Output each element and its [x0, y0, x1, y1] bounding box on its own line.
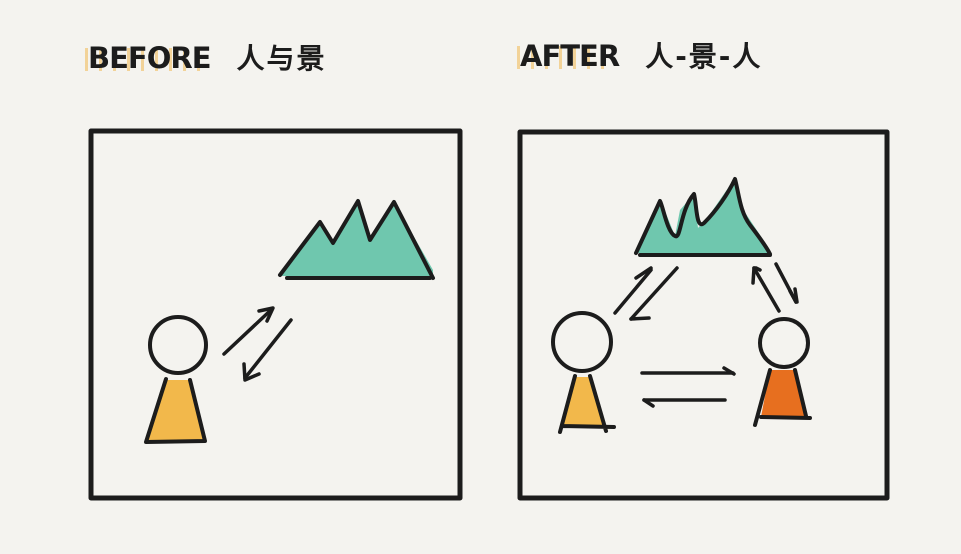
person-right-icon — [753, 317, 812, 427]
after-title-zh: 人-景-人 — [645, 40, 763, 73]
after-panel — [517, 129, 890, 501]
before-panel — [88, 128, 463, 501]
mountain-icon — [634, 177, 772, 257]
before-title-en: BEFORE — [85, 41, 212, 75]
person-icon — [144, 315, 208, 444]
before-title: BEFORE 人与景 — [85, 41, 327, 75]
after-title: AFTER 人-景-人 — [516, 39, 763, 73]
two-way-arrows-icon — [751, 262, 799, 313]
mountain-icon — [278, 199, 435, 280]
after-title-en: AFTER — [516, 39, 620, 73]
after-frame — [517, 129, 890, 501]
two-way-arrows-icon — [613, 266, 679, 321]
before-title-zh: 人与景 — [236, 42, 327, 75]
two-way-arrows-icon — [222, 306, 293, 382]
person-left-icon — [551, 311, 616, 434]
before-frame — [88, 128, 463, 501]
two-way-arrows-icon — [640, 366, 736, 408]
